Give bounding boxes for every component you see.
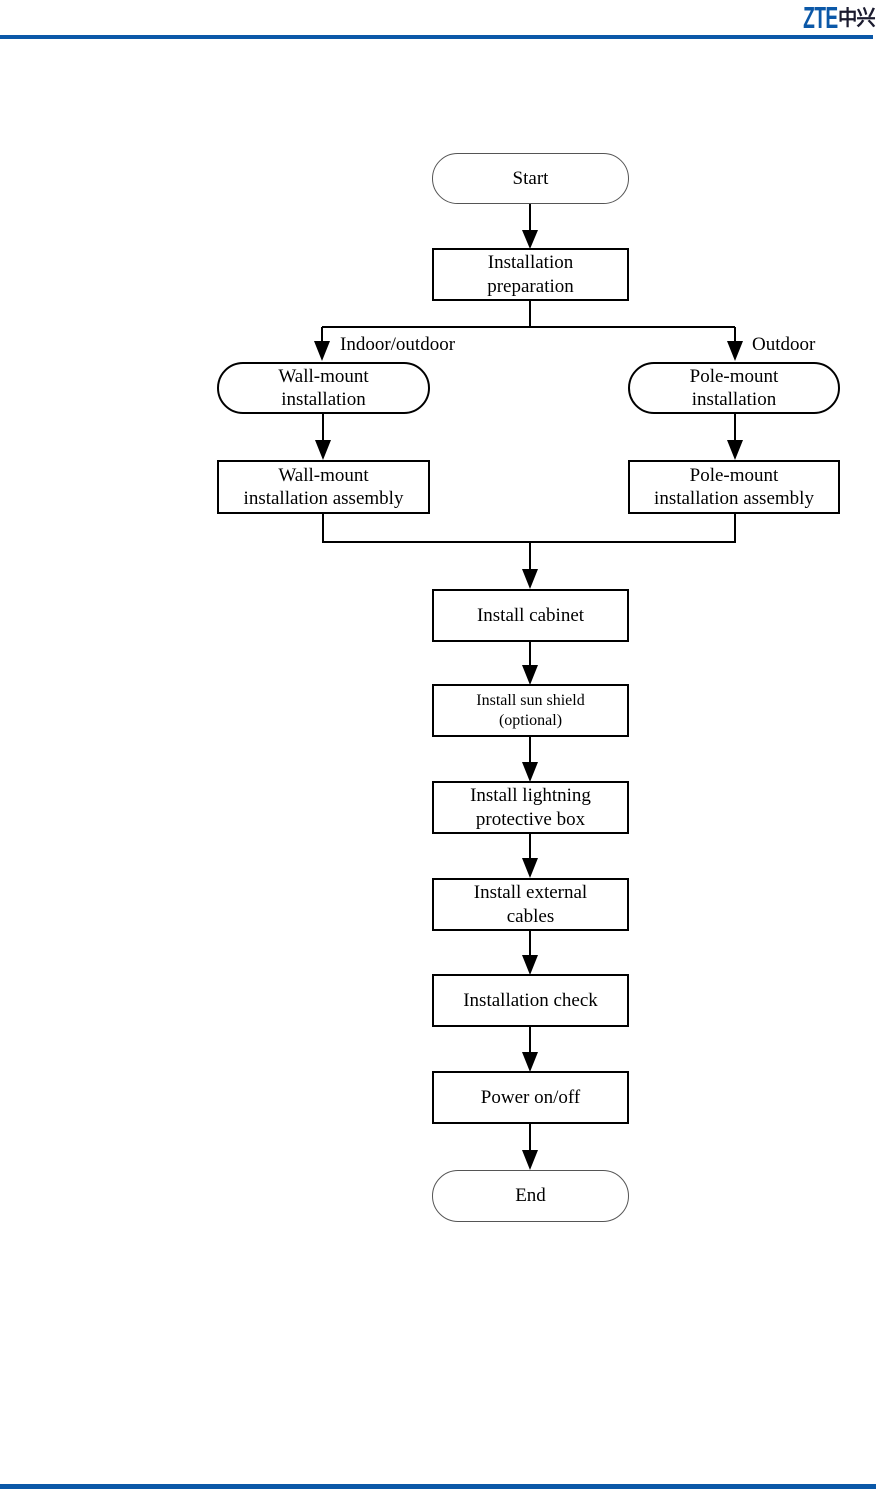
footer-rule [0,1484,876,1489]
flow-node-pole-mount-installation-assembly: Pole-mount installation assembly [628,460,840,514]
flow-node-install-lightning-protective-box: Install lightning protective box [432,781,629,834]
flow-node-wall-mount-installation-assembly: Wall-mount installation assembly [217,460,430,514]
zte-logo-cjk: 中兴 [838,7,876,30]
zte-logo-latin: ZTE [803,0,839,35]
flow-node-pole-mount-installation: Pole-mount installation [628,362,840,414]
header-rule [0,35,873,39]
flow-node-installation-check: Installation check [432,974,629,1027]
flow-node-wall-mount-installation: Wall-mount installation [217,362,430,414]
flow-node-installation-preparation: Installation preparation [432,248,629,301]
flow-node-start: Start [432,153,629,204]
branch-label-indoor-outdoor: Indoor/outdoor [340,334,456,355]
flow-node-end: End [432,1170,629,1222]
branch-label-outdoor: Outdoor [752,334,816,355]
zte-logo: ZTE 中兴 [782,0,878,35]
flow-node-install-cabinet: Install cabinet [432,589,629,642]
flow-node-install-external-cables: Install external cables [432,878,629,931]
flow-node-install-sun-shield: Install sun shield (optional) [432,684,629,737]
flow-node-power-on-off: Power on/off [432,1071,629,1124]
